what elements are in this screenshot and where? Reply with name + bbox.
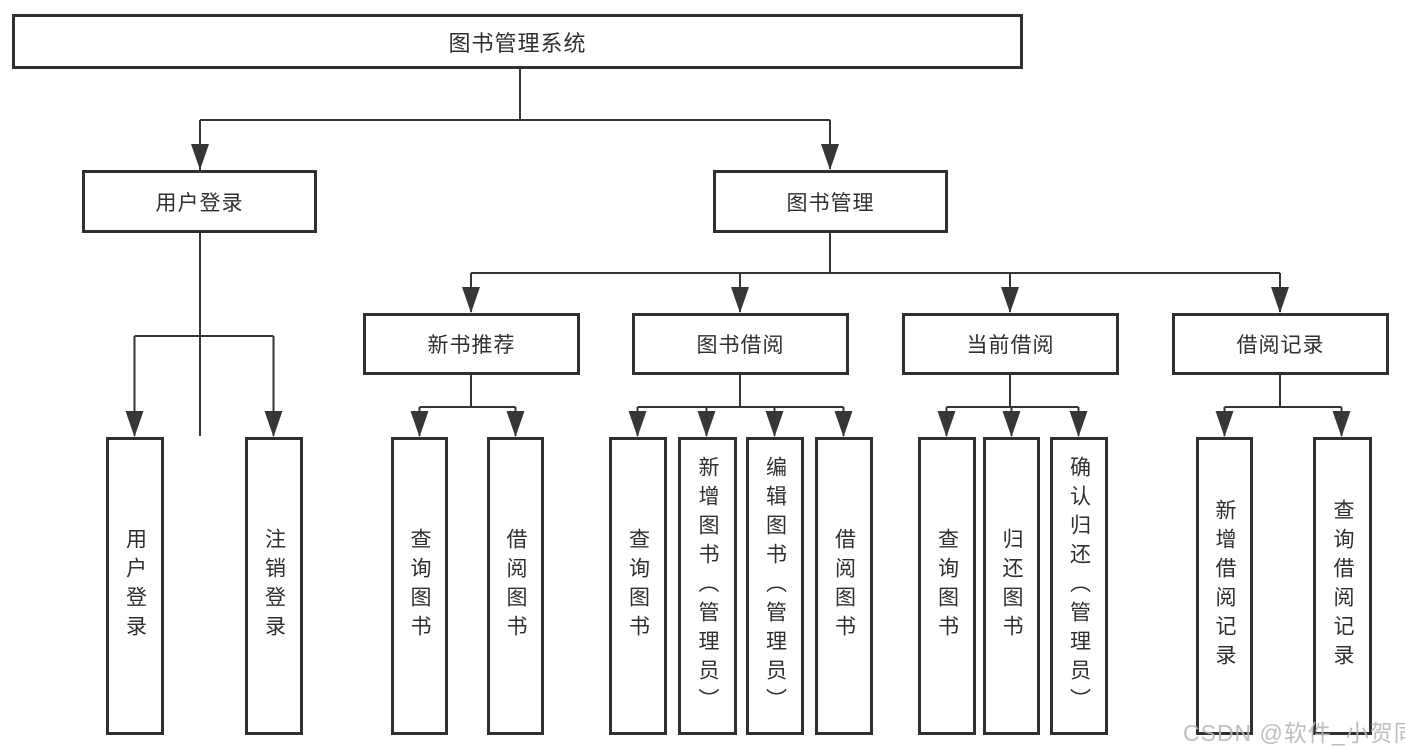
node-label: 查询图书	[626, 528, 650, 644]
connector-user-login-to-leaves	[133, 233, 275, 436]
node-label: 查询图书	[408, 528, 431, 644]
node-leaf-query-borrow-record: 查询借阅记录	[1313, 437, 1372, 735]
node-label: 新书推荐	[427, 334, 516, 357]
arrowhead-down-icon	[697, 411, 716, 437]
node-book-management: 图书管理	[713, 170, 948, 233]
node-leaf-query-books-borrowing: 查询图书	[609, 437, 667, 735]
node-library-management-system: 图书管理系统	[12, 14, 1023, 69]
arrowhead-down-icon	[462, 287, 480, 313]
connector-borrowing-records-to-leaves	[1223, 375, 1343, 436]
arrowhead-down-icon	[1271, 287, 1289, 313]
arrowhead-down-icon	[1215, 411, 1234, 437]
node-leaf-borrow-books-recommend: 借阅图书	[487, 437, 544, 735]
node-book-borrowing: 图书借阅	[632, 313, 849, 375]
node-label: 借阅记录	[1236, 334, 1325, 357]
arrowhead-down-icon	[264, 411, 283, 437]
node-leaf-logout: 注销登录	[245, 437, 303, 735]
node-label: 用户登录	[155, 191, 244, 215]
arrowhead-down-icon	[821, 144, 839, 170]
node-label: 查询图书	[935, 528, 959, 644]
node-label: 图书管理系统	[448, 30, 587, 56]
connector-new-book-recommendation-to-leaves	[418, 375, 517, 436]
node-leaf-add-borrow-record: 新增借阅记录	[1196, 437, 1253, 735]
node-label: 确认归还（管理员）	[1067, 455, 1091, 717]
node-leaf-confirm-return-admin: 确认归还（管理员）	[1050, 437, 1108, 735]
arrowhead-down-icon	[834, 411, 853, 437]
node-leaf-edit-books-admin: 编辑图书（管理员）	[746, 437, 804, 735]
node-label: 用户登录	[123, 528, 147, 644]
arrowhead-down-icon	[1069, 411, 1088, 437]
connector-book-management-to-level3	[470, 233, 1281, 312]
node-label: 借阅图书	[504, 528, 527, 644]
arrowhead-down-icon	[1002, 411, 1021, 437]
node-label: 图书管理	[786, 191, 875, 215]
node-label: 归还图书	[1000, 528, 1023, 644]
watermark: CSDN @软件_小贺同学	[1183, 720, 1405, 746]
node-label: 新增图书（管理员）	[696, 455, 719, 717]
arrowhead-down-icon	[937, 411, 956, 437]
node-leaf-borrow-books-borrowing: 借阅图书	[815, 437, 873, 735]
node-borrowing-records: 借阅记录	[1172, 313, 1389, 375]
node-current-borrowing: 当前借阅	[902, 313, 1119, 375]
arrowhead-down-icon	[191, 144, 209, 170]
arrowhead-down-icon	[628, 411, 647, 437]
node-user-login: 用户登录	[82, 170, 317, 233]
connector-book-borrowing-to-leaves	[636, 375, 845, 436]
node-label: 编辑图书（管理员）	[763, 455, 787, 717]
arrowhead-down-icon	[506, 411, 525, 437]
arrowhead-down-icon	[410, 411, 429, 437]
node-label: 查询借阅记录	[1331, 499, 1354, 673]
node-leaf-user-login: 用户登录	[106, 437, 164, 735]
node-label: 借阅图书	[832, 528, 856, 644]
node-label: 图书借阅	[696, 334, 785, 357]
node-label: 当前借阅	[966, 334, 1055, 357]
node-new-book-recommendation: 新书推荐	[363, 313, 580, 375]
arrowhead-down-icon	[765, 411, 784, 437]
node-leaf-query-books-recommend: 查询图书	[391, 437, 448, 735]
node-leaf-query-books-current: 查询图书	[918, 437, 976, 735]
node-label: 注销登录	[262, 528, 286, 644]
node-label: 新增借阅记录	[1213, 499, 1236, 673]
arrowhead-down-icon	[1001, 287, 1019, 313]
arrowhead-down-icon	[731, 287, 749, 313]
connector-root-to-level2	[199, 68, 831, 436]
node-leaf-add-books-admin: 新增图书（管理员）	[678, 437, 737, 735]
arrowhead-down-icon	[125, 411, 144, 437]
node-leaf-return-books: 归还图书	[983, 437, 1040, 735]
arrowhead-down-icon	[1332, 411, 1351, 437]
